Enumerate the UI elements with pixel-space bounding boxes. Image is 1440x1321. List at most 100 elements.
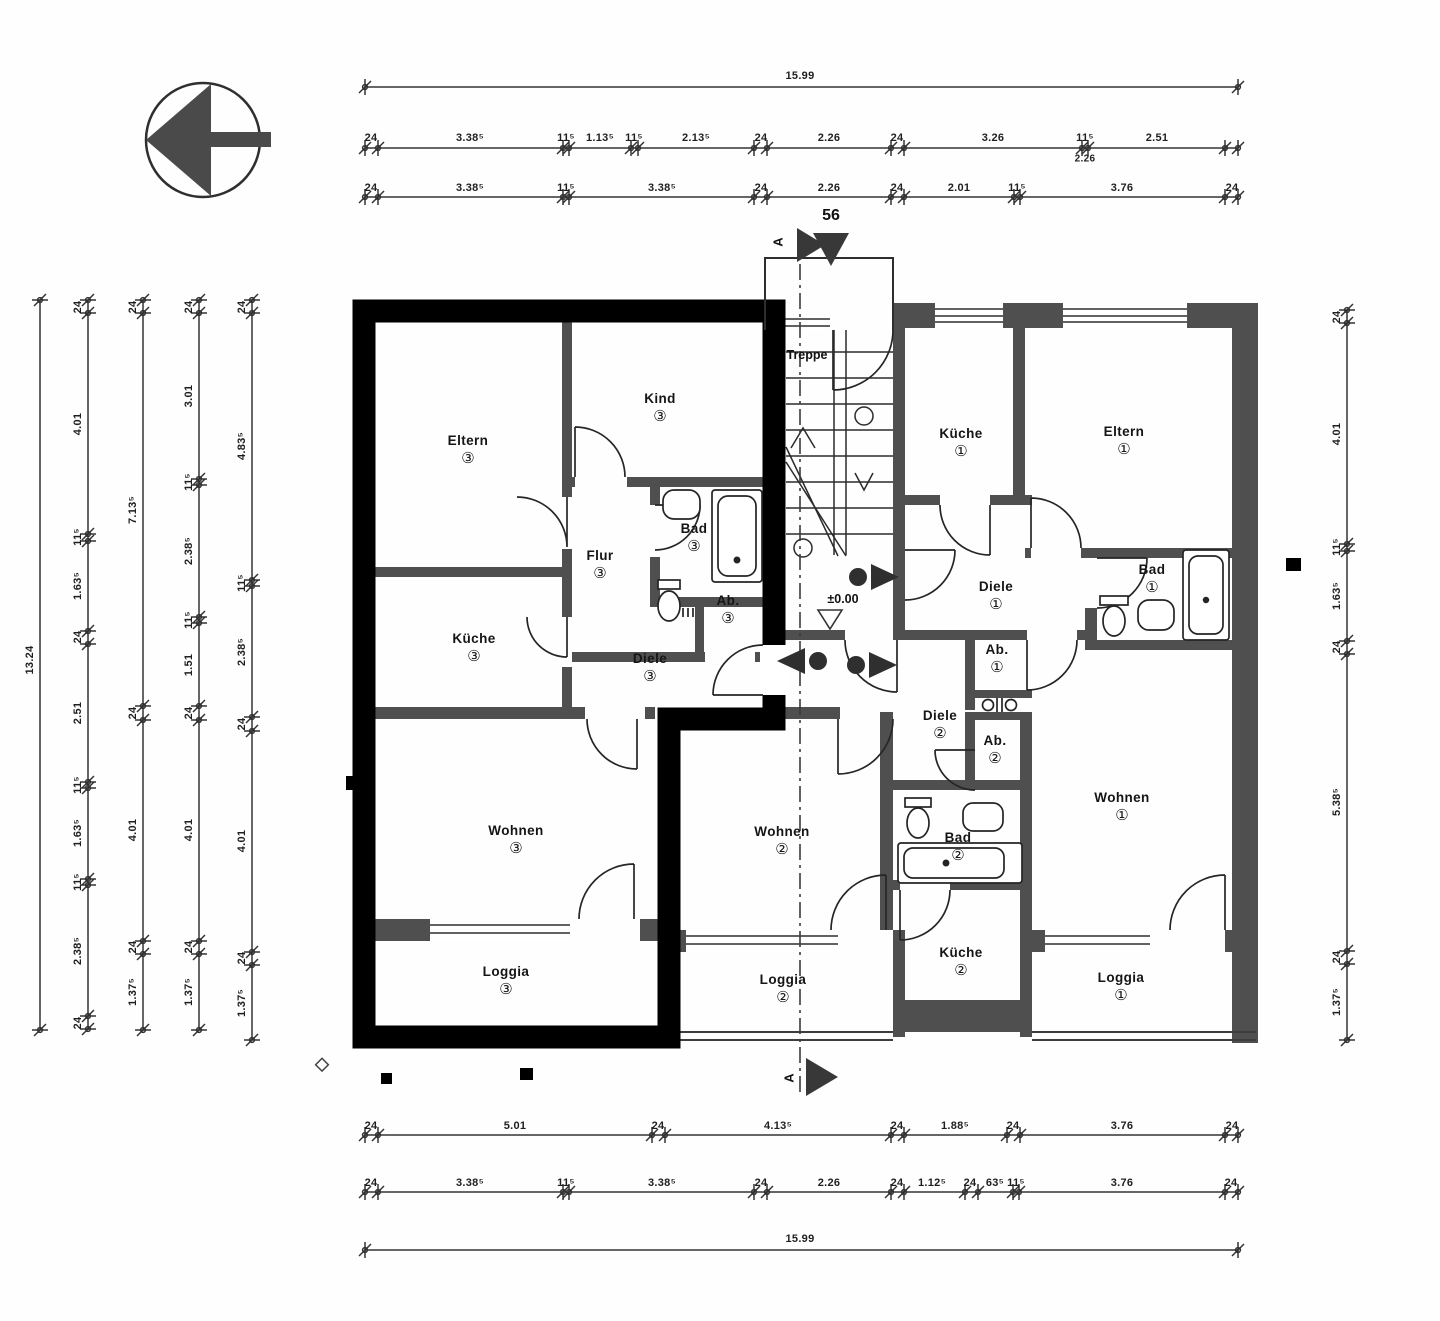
- dimension-value: 3.38⁵: [455, 132, 485, 144]
- dimension-value: 11⁵: [236, 574, 248, 592]
- dimension-value: 2.38⁵: [236, 637, 248, 667]
- toilet-icon: [657, 579, 681, 590]
- dimension-value: 24: [754, 132, 768, 144]
- dimension-value: 24: [236, 300, 248, 314]
- dimension-lines: [39, 86, 1348, 1251]
- dimension-value: 24: [72, 630, 84, 644]
- sink-icon: [1137, 599, 1175, 631]
- dimension-value: 2.01: [947, 182, 971, 194]
- dimension-value: 11⁵: [1008, 182, 1026, 194]
- dimension-value: 24: [890, 1120, 904, 1132]
- dimension-value: 24: [127, 940, 139, 954]
- dimension-value: 3.38⁵: [455, 182, 485, 194]
- dimension-value: 3.38⁵: [647, 1177, 677, 1189]
- dimension-value: 11⁵: [72, 528, 84, 546]
- dimension-value: 2.26: [817, 182, 841, 194]
- dimension-value: 24: [183, 300, 195, 314]
- dimension-value: 11⁵: [1331, 538, 1343, 556]
- dimension-value: 4.01: [72, 412, 84, 436]
- dimension-value: 24: [127, 300, 139, 314]
- fixture-icon: [981, 698, 995, 712]
- dimension-value: 24: [364, 132, 378, 144]
- entrance-number-label: 56: [822, 207, 840, 224]
- dimension-value: 1.63⁵: [72, 571, 84, 601]
- dimension-value: 11⁵: [1076, 132, 1094, 144]
- walls: [364, 303, 1258, 1043]
- dimension-value: 5.01: [503, 1120, 527, 1132]
- north-arrow-icon: [144, 81, 271, 199]
- dimension-value: 3.76: [1110, 182, 1134, 194]
- dimension-value: 24: [127, 706, 139, 720]
- dimension-total-left: 13.24: [24, 645, 36, 675]
- unit3-entry-opening: [760, 645, 788, 695]
- dimension-value: 24: [364, 1120, 378, 1132]
- dimension-total-top: 15.99: [785, 70, 815, 82]
- dimension-value: 24: [890, 182, 904, 194]
- dimension-value: 2.38⁵: [72, 936, 84, 966]
- dimension-value: 11⁵: [72, 873, 84, 891]
- room-label-ab-2: Ab.②: [983, 733, 1007, 767]
- dimension-value: 24: [1006, 1120, 1020, 1132]
- dimension-value: 4.01: [183, 818, 195, 842]
- dimension-value: 1.63⁵: [1331, 581, 1343, 611]
- dimension-value: 24: [72, 1016, 84, 1030]
- dimension-value: 4.83⁵: [236, 431, 248, 461]
- dimension-value: 2.51: [1145, 132, 1169, 144]
- dimension-value: 2.26: [817, 132, 841, 144]
- toilet-icon: [904, 797, 932, 808]
- dimension-value: 24: [1224, 1177, 1238, 1189]
- windows: [430, 303, 1187, 952]
- dimension-value: 24: [1331, 950, 1343, 964]
- dimension-value: 2.13⁵: [681, 132, 711, 144]
- section-arrow-bottom-icon: [806, 1058, 838, 1096]
- level-marker-icon: [816, 609, 844, 631]
- loggia-front-lines: [680, 1031, 1256, 1041]
- dimension-value: 24: [1331, 640, 1343, 654]
- dimension-value: 1.88⁵: [940, 1120, 970, 1132]
- doors: [516, 329, 1226, 941]
- dimension-value: 11⁵: [183, 611, 195, 629]
- section-letter-bottom: A: [781, 1073, 797, 1083]
- sink-icon: [662, 489, 701, 520]
- dimension-sub-label: 2.26: [1074, 153, 1096, 165]
- dimension-value: 11⁵: [183, 473, 195, 491]
- toilet-icon: [1099, 595, 1129, 606]
- dimension-value: 2.51: [72, 701, 84, 725]
- dimension-value: 4.01: [1331, 422, 1343, 446]
- dimension-value: 24: [754, 182, 768, 194]
- dimension-value: 2.38⁵: [183, 536, 195, 566]
- dimension-value: 4.01: [127, 818, 139, 842]
- dimension-value: 1.37⁵: [127, 977, 139, 1007]
- dimension-value: 24: [364, 1177, 378, 1189]
- dimension-value: 11⁵: [557, 1177, 575, 1189]
- dimension-value: 2.26: [817, 1177, 841, 1189]
- dimension-value: 24: [183, 940, 195, 954]
- dimension-total-bottom: 15.99: [785, 1233, 815, 1245]
- dimension-value: 3.76: [1110, 1177, 1134, 1189]
- dimension-value: 24: [364, 182, 378, 194]
- dimension-value: 24: [754, 1177, 768, 1189]
- unit3-highlight-outline: [352, 299, 786, 1049]
- dimension-value: 24: [963, 1177, 977, 1189]
- sanitary-fixtures: [657, 489, 1230, 884]
- section-arrow-top-icon: [797, 228, 825, 262]
- room-label-ab-3: Ab.③: [716, 593, 740, 627]
- sink-icon: [962, 802, 1004, 832]
- dimension-value: 11⁵: [557, 182, 575, 194]
- dimension-value: 3.38⁵: [647, 182, 677, 194]
- dimension-value: 11⁵: [72, 776, 84, 794]
- dimension-value: 1.37⁵: [1331, 987, 1343, 1017]
- dimension-value: 24: [890, 1177, 904, 1189]
